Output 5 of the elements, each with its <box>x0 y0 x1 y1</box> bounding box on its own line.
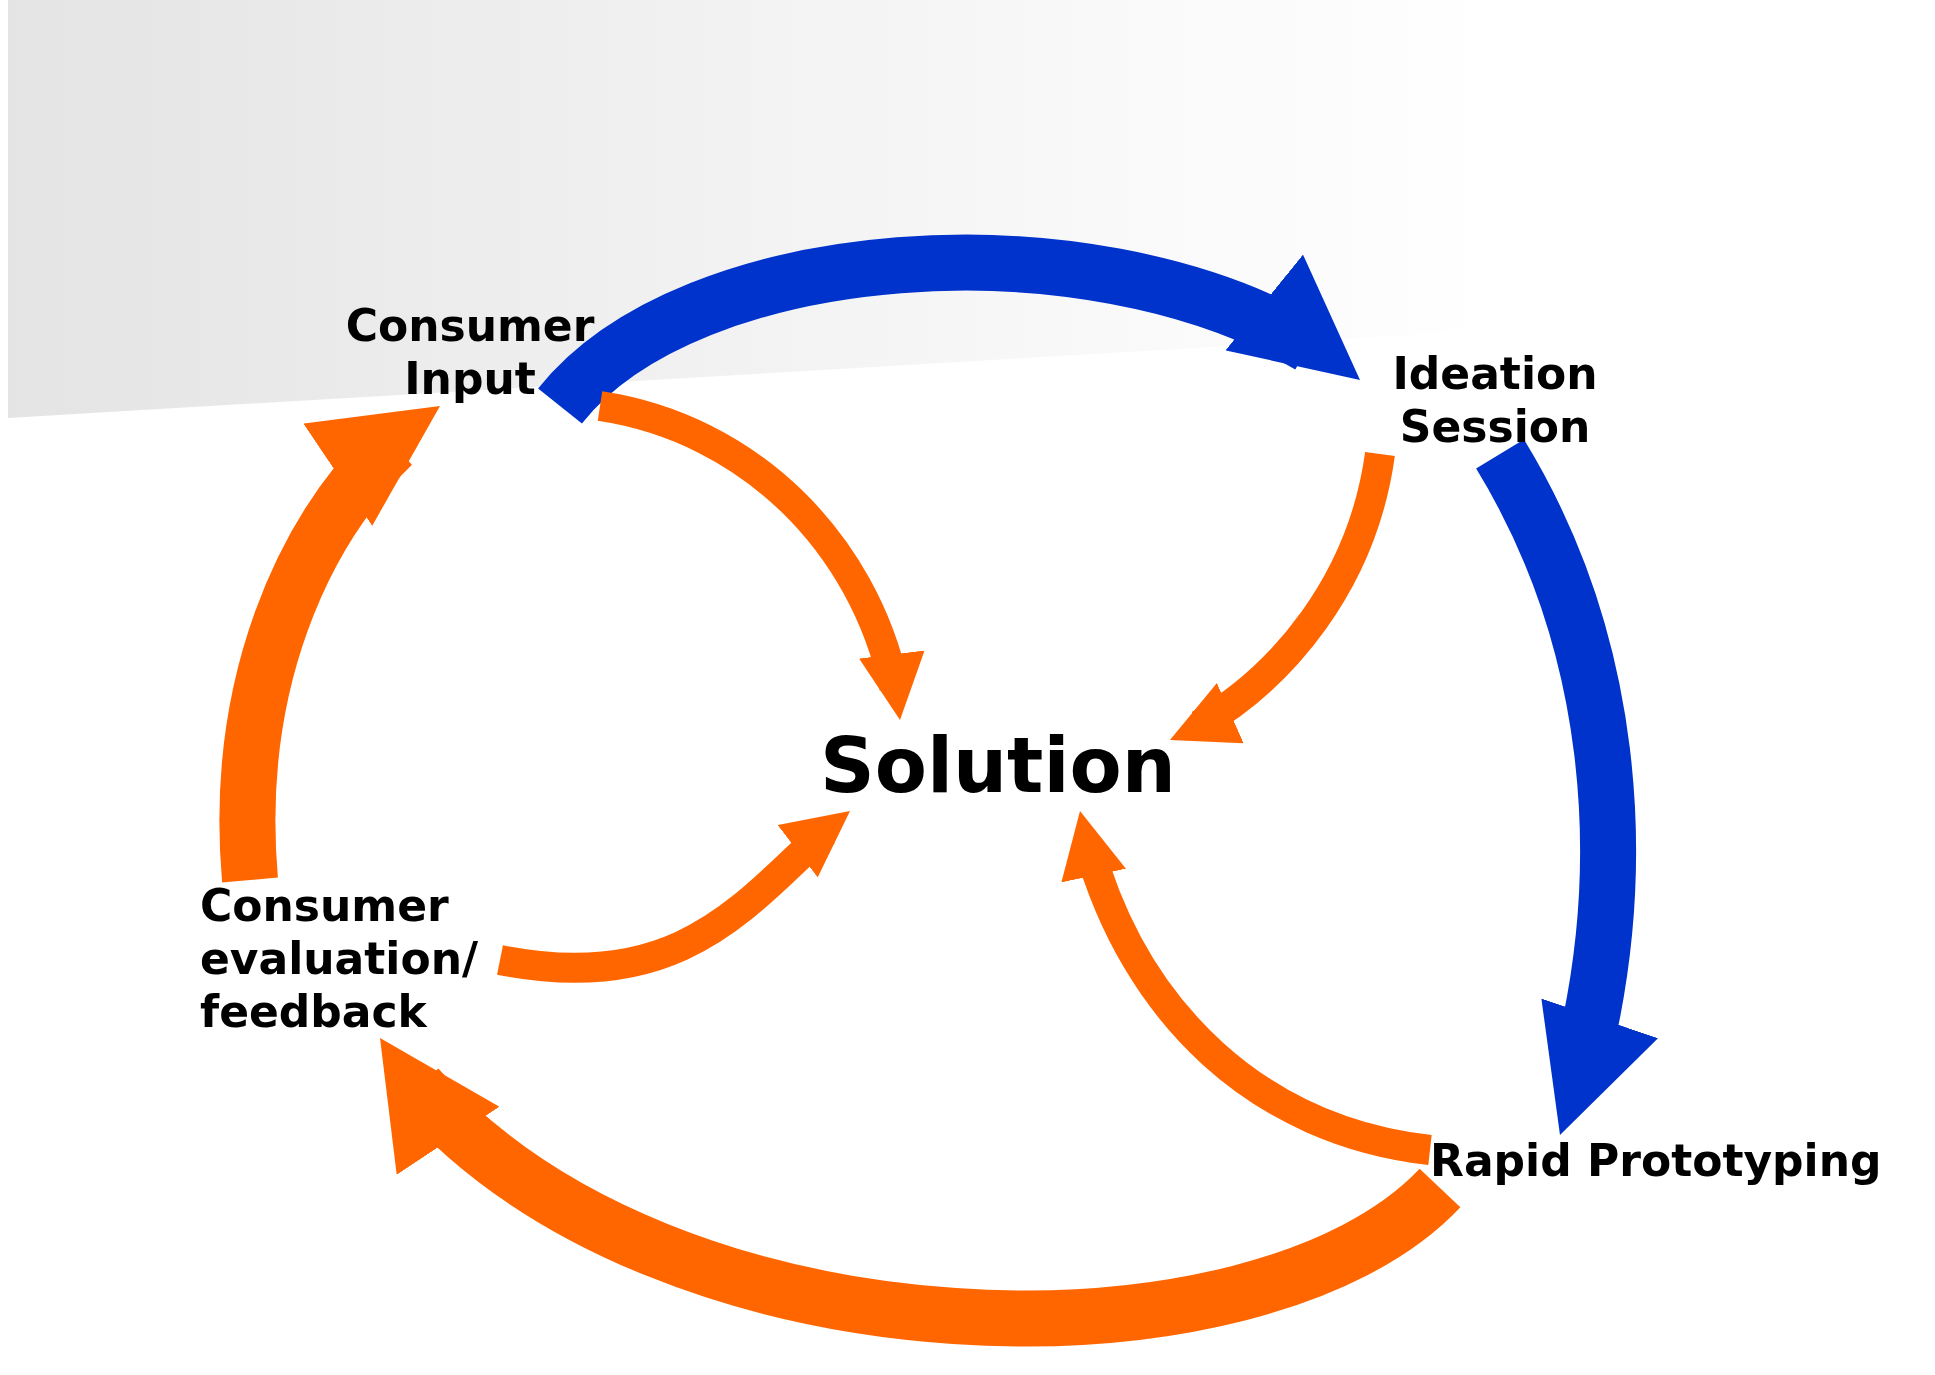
stage-label: Consumer Input <box>340 300 600 406</box>
stage-label: Consumer evaluation/ feedback <box>200 880 500 1039</box>
stage-label: Rapid Prototyping <box>1430 1135 1920 1188</box>
center-label: Solution <box>820 720 1170 812</box>
stage-label: Ideation Session <box>1360 348 1630 454</box>
